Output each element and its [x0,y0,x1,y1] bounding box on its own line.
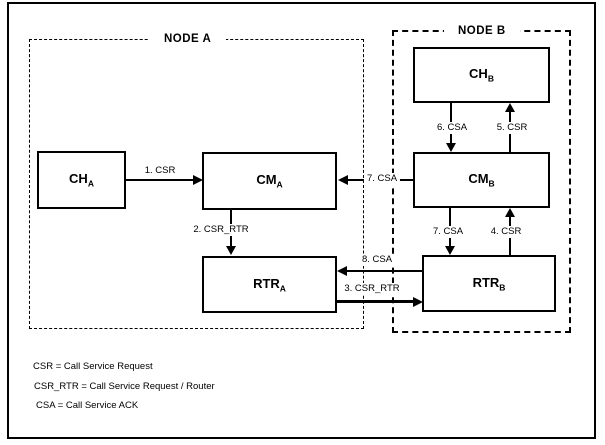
arrow-8-label: 8. CSA [358,254,396,266]
arrow-5-head [505,103,515,112]
box-rtr-b: RTRB [422,255,556,312]
arrow-4-label: 4. CSR [487,226,525,238]
arrow-6-head [446,143,456,152]
box-ch-a-label: CHA [69,171,94,190]
arrow-1-line [126,179,193,181]
box-rtr-a: RTRA [202,256,337,313]
box-ch-b-label: CHB [469,66,494,85]
arrow-1-head [193,175,203,185]
box-cm-b: CMB [413,152,550,208]
arrow-5-label: 5. CSR [493,122,531,134]
arrow-7h-head [338,175,348,185]
box-ch-a: CHA [37,151,126,209]
arrow-8-line [347,270,422,272]
arrow-2-head [226,246,236,255]
box-rtr-a-label: RTRA [253,275,286,294]
legend-csr: CSR = Call Service Request [33,361,153,372]
box-cm-a: CMA [202,152,337,210]
arrow-3-line [337,300,414,303]
node-b-title: NODE B [444,24,520,38]
box-rtr-b-label: RTRB [472,274,506,293]
arrow-7v-label: 7. CSA [429,226,467,238]
node-a-title: NODE A [149,32,227,46]
arrow-7h-label: 7. CSA [363,173,401,185]
arrow-4-head [505,208,515,217]
arrow-8-head [337,266,347,276]
box-cm-a-label: CMA [256,172,283,191]
box-cm-b-label: CMB [468,171,495,190]
node-a-container: NODE A [29,32,364,329]
legend-csr-rtr: CSR_RTR = Call Service Request / Router [34,381,215,392]
arrow-3-label: 3. CSR_RTR [341,283,403,295]
legend-csa: CSA = Call Service ACK [36,400,139,411]
outer-border [7,2,596,439]
arrow-6-label: 6. CSA [433,122,471,134]
box-ch-b: CHB [413,47,550,103]
arrow-2-label: 2. CSR_RTR [190,224,252,236]
arrow-7v-head [445,246,455,255]
arrow-1-label: 1. CSR [144,165,176,176]
arrow-3-head [413,297,423,307]
